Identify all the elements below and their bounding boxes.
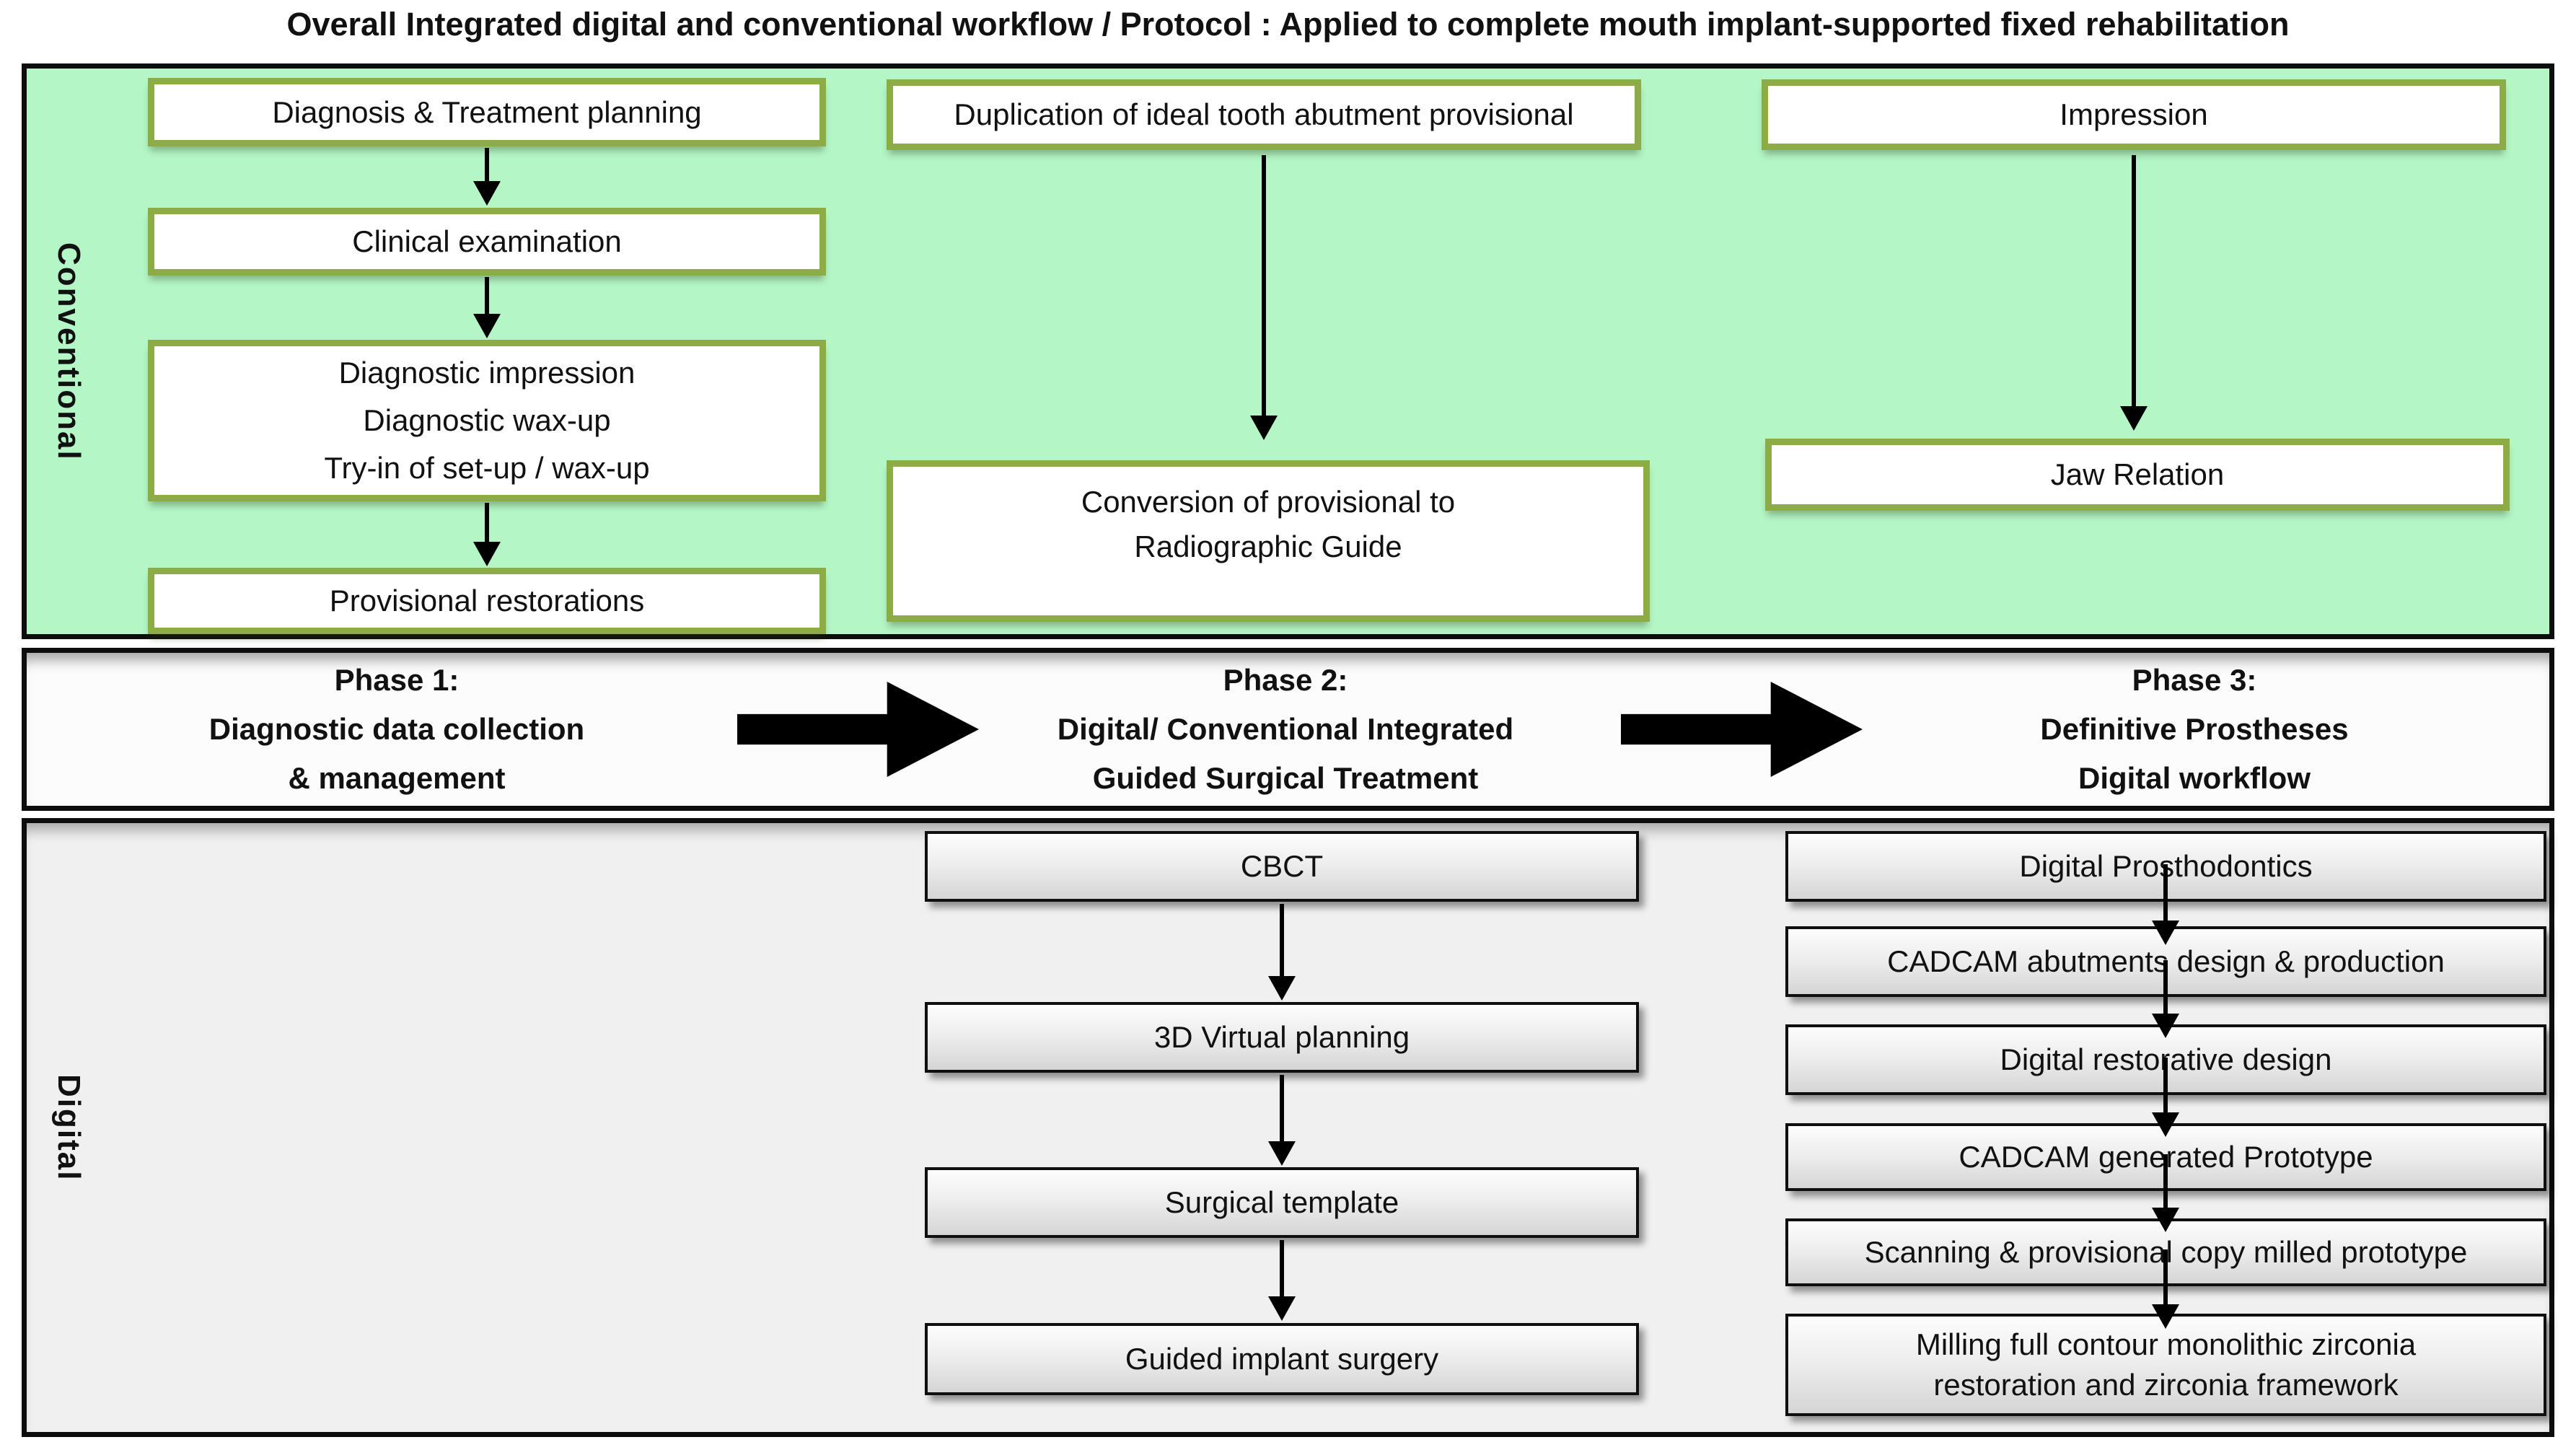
box-label: CADCAM abutments design & production — [1887, 944, 2445, 978]
box-diagnosis-treatment-planning: Diagnosis & Treatment planning — [148, 78, 826, 146]
box-clinical-examination: Clinical examination — [148, 208, 826, 276]
box-label: Diagnosis & Treatment planning — [272, 95, 702, 129]
phase-1-label: Phase 1: Diagnostic data collection & ma… — [208, 663, 585, 795]
box-label: Milling full contour monolithic zirconia… — [1915, 1327, 2417, 1402]
diagram-title: Overall Integrated digital and conventio… — [286, 6, 2290, 43]
box-surgical-template: Surgical template — [925, 1167, 1639, 1238]
box-label: Impression — [2060, 97, 2208, 131]
right-block-arrow-icon — [1621, 682, 1863, 777]
phase-band: Phase 1: Diagnostic data collection & ma… — [22, 648, 2554, 811]
box-guided-implant-surgery: Guided implant surgery — [925, 1323, 1639, 1395]
box-impression: Impression — [1762, 79, 2506, 150]
down-arrow-icon — [2118, 155, 2150, 431]
box-provisional-restorations: Provisional restorations — [148, 568, 826, 634]
box-jaw-relation: Jaw Relation — [1765, 439, 2510, 511]
conventional-row-label: Conventional — [51, 242, 87, 461]
box-label: Provisional restorations — [329, 584, 645, 618]
box-conversion-radiographic-guide: Conversion of provisional to Radiographi… — [887, 460, 1650, 622]
box-3d-virtual-planning: 3D Virtual planning — [925, 1002, 1639, 1073]
box-label: CBCT — [1240, 849, 1324, 883]
box-label: Conversion of provisional to Radiographi… — [1081, 485, 1456, 563]
box-label: Scanning & provisional copy milled proto… — [1864, 1235, 2468, 1269]
box-diagnostic-impression-waxup: Diagnostic impression Diagnostic wax-up … — [148, 340, 826, 501]
phase-3-label: Phase 3: Definitive Prostheses Digital w… — [2040, 663, 2349, 795]
down-arrow-icon — [2150, 1154, 2181, 1232]
down-arrow-icon — [1266, 1240, 1298, 1321]
digital-row-label: Digital — [51, 1073, 87, 1182]
down-arrow-icon — [1266, 904, 1298, 1001]
box-label: Clinical examination — [352, 224, 622, 258]
phase-2-label: Phase 2: Digital/ Conventional Integrate… — [1057, 663, 1514, 795]
box-milling-zirconia-framework: Milling full contour monolithic zirconia… — [1785, 1314, 2546, 1416]
down-arrow-icon — [471, 277, 503, 338]
box-label: Duplication of ideal tooth abutment prov… — [954, 97, 1574, 131]
box-label: 3D Virtual planning — [1153, 1020, 1410, 1054]
conventional-section: Conventional Diagnosis & Treatment plann… — [22, 63, 2554, 639]
box-label: Digital restorative design — [2000, 1042, 2332, 1076]
down-arrow-icon — [1266, 1075, 1298, 1166]
box-label: Surgical template — [1164, 1185, 1399, 1219]
box-label: Guided implant surgery — [1125, 1342, 1439, 1376]
down-arrow-icon — [2150, 864, 2181, 945]
box-cbct: CBCT — [925, 831, 1639, 902]
down-arrow-icon — [1248, 155, 1280, 440]
digital-section: Digital CBCT 3D Virtual planning Surgica… — [22, 818, 2554, 1437]
box-label: Jaw Relation — [2050, 457, 2225, 491]
box-label: Diagnostic impression Diagnostic wax-up … — [324, 356, 650, 485]
down-arrow-icon — [2150, 1249, 2181, 1329]
down-arrow-icon — [2150, 1058, 2181, 1137]
down-arrow-icon — [471, 503, 503, 566]
box-label: Digital Prosthodontics — [2019, 849, 2313, 883]
down-arrow-icon — [2150, 960, 2181, 1038]
box-duplication-provisional: Duplication of ideal tooth abutment prov… — [887, 79, 1641, 150]
down-arrow-icon — [471, 148, 503, 206]
right-block-arrow-icon — [737, 682, 979, 777]
